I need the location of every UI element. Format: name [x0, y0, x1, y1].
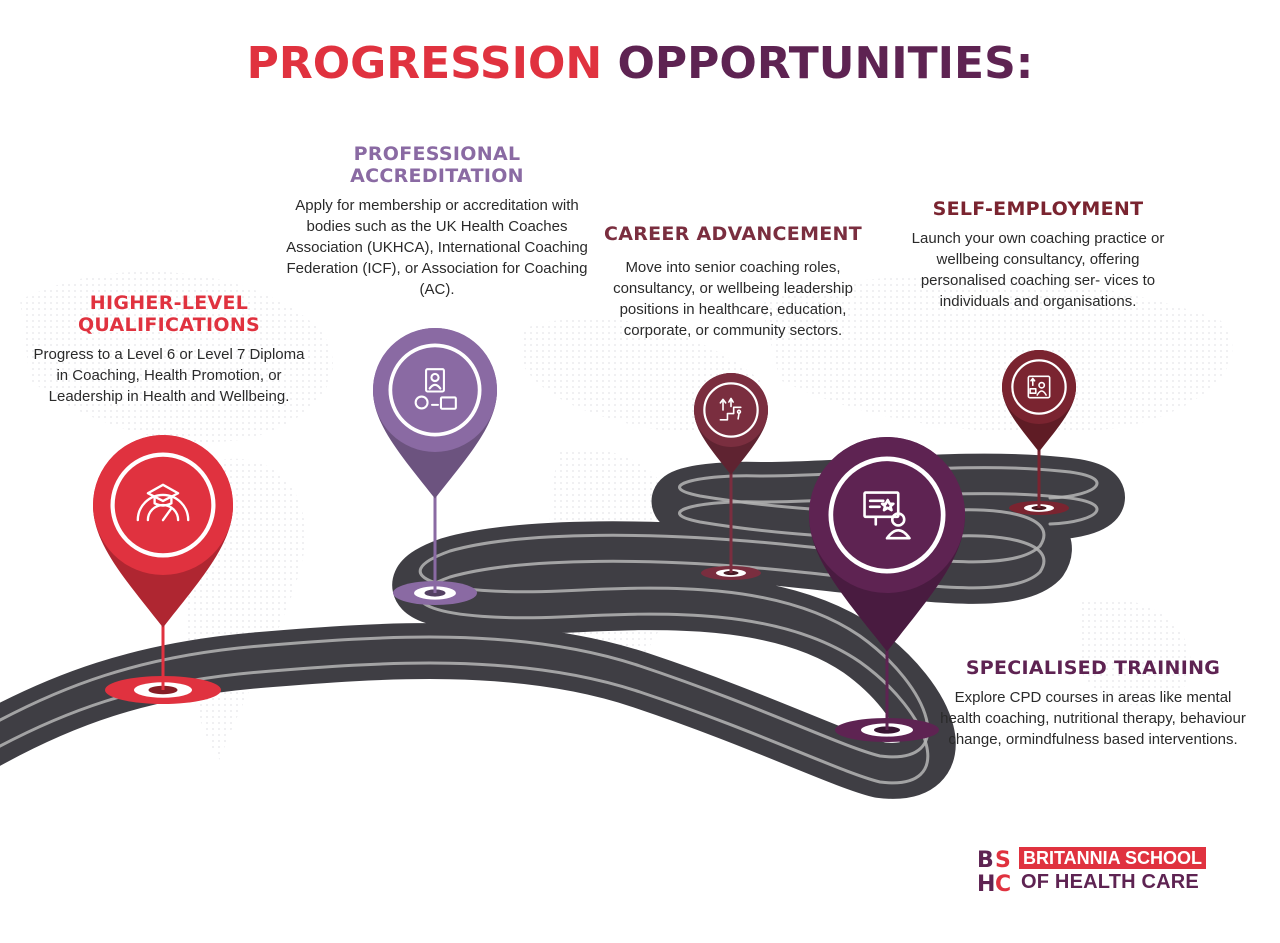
business-owner-icon	[1027, 375, 1051, 399]
milestone-self-employment: SELF-EMPLOYMENT Launch your own coaching…	[896, 198, 1180, 312]
bshc-monogram-logo: B S H C	[977, 848, 1011, 895]
milestone-higher-level: HIGHER-LEVEL QUALIFICATIONS Progress to …	[28, 292, 310, 407]
milestone-description: Progress to a Level 6 or Level 7 Diploma…	[33, 346, 305, 405]
logo-line-2: OF HEALTH CARE	[1021, 871, 1199, 893]
page-title: PROGRESSION OPPORTUNITIES:	[0, 38, 1280, 89]
britannia-school-logo: B S H C BRITANNIA SCHOOL OF HEALTH CARE	[975, 845, 1210, 895]
milestone-pins	[93, 327, 1076, 742]
pin-icon-ring	[110, 452, 216, 558]
winding-road	[0, 453, 1125, 799]
logo-line-1: BRITANNIA SCHOOL	[1019, 847, 1206, 869]
svg-text:B: B	[977, 848, 994, 873]
pin-icon-ring	[703, 382, 759, 438]
pin-career	[694, 373, 768, 580]
pin-icon-ring	[828, 456, 946, 574]
pin-higher	[93, 435, 233, 704]
career-stairs-icon	[719, 397, 742, 421]
milestone-heading: SELF-EMPLOYMENT	[932, 198, 1144, 220]
presentation-trainer-icon	[863, 491, 911, 540]
milestone-heading: SPECIALISED TRAINING	[965, 657, 1221, 679]
milestone-specialised-training: SPECIALISED TRAINING Explore CPD courses…	[936, 657, 1250, 750]
milestone-career-advancement: CAREER ADVANCEMENT Move into senior coac…	[588, 223, 878, 341]
milestone-description: Launch your own coaching practice or wel…	[911, 230, 1165, 310]
milestone-description: Explore CPD courses in areas like mental…	[940, 689, 1246, 748]
pin-self	[1002, 350, 1076, 515]
graduation-gauge-icon	[136, 483, 190, 522]
svg-text:C: C	[995, 872, 1011, 895]
pin-training	[809, 437, 965, 742]
title-word-progression: PROGRESSION	[246, 38, 603, 89]
pin-accreditation	[373, 327, 498, 605]
milestone-heading: CAREER ADVANCEMENT	[603, 223, 863, 245]
title-word-opportunities: OPPORTUNITIES:	[617, 38, 1034, 89]
milestone-heading: PROFESSIONAL ACCREDITATION	[350, 143, 524, 187]
svg-text:H: H	[977, 872, 995, 895]
svg-text:S: S	[995, 848, 1011, 873]
milestone-professional-accreditation: PROFESSIONAL ACCREDITATION Apply for mem…	[286, 143, 588, 300]
pin-icon-ring	[388, 343, 482, 437]
milestone-description: Apply for membership or accreditation wi…	[286, 197, 588, 298]
milestone-heading: HIGHER-LEVEL QUALIFICATIONS	[77, 292, 261, 336]
milestone-description: Move into senior coaching roles, consult…	[613, 259, 853, 339]
pin-icon-ring	[1011, 359, 1067, 415]
certificate-badge-icon	[414, 368, 457, 410]
